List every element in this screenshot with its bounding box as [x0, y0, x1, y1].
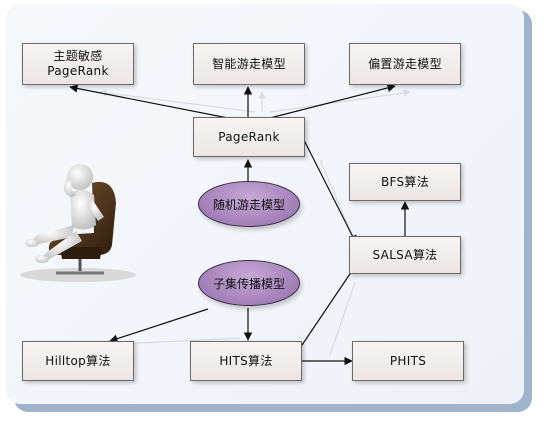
node-random-surfer-model: 随机游走模型: [198, 181, 300, 227]
edge-subset-hilltop: [109, 308, 209, 343]
node-topic-sensitive-pagerank-line2: PageRank: [47, 64, 109, 78]
edge-pagerank-salsa: [303, 139, 357, 244]
edge-pagerank-topic: [69, 84, 229, 119]
arrows: [69, 83, 410, 366]
node-bfs-algorithm: BFS算法: [349, 163, 461, 201]
edge-pagerank-biased: [269, 83, 396, 119]
node-phits: PHITS: [352, 341, 464, 381]
node-biased-surfer-model: 偏置游走模型: [349, 43, 461, 85]
node-topic-sensitive-pagerank: 主题敏感 PageRank: [22, 43, 134, 85]
edge-hits-salsa: [299, 261, 359, 349]
node-intelligent-surfer-model: 智能游走模型: [193, 43, 305, 85]
node-pagerank: PageRank: [193, 117, 305, 157]
node-subset-propagation-model: 子集传播模型: [198, 260, 300, 306]
node-hilltop-algorithm: Hilltop算法: [22, 341, 134, 381]
thinking-person-in-chair-icon: [20, 164, 136, 282]
node-hits-algorithm: HITS算法: [190, 341, 302, 381]
node-topic-sensitive-pagerank-line1: 主题敏感: [53, 49, 103, 63]
node-salsa-algorithm: SALSA算法: [349, 236, 461, 274]
